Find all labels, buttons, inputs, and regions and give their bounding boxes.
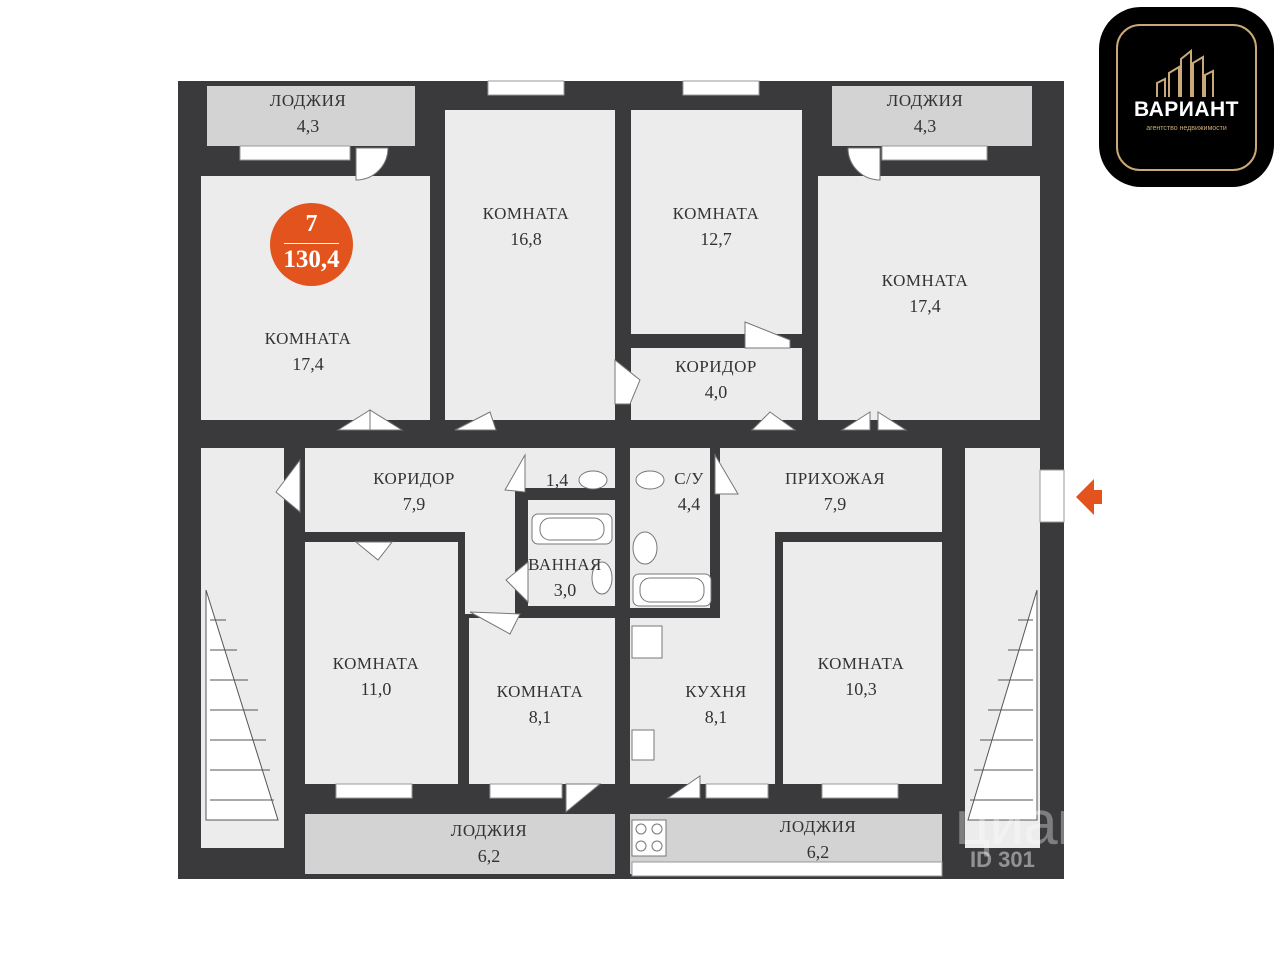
stair-left-icon — [205, 589, 279, 821]
logo-frame — [1116, 24, 1257, 171]
apartment-badge: 7 130,4 — [270, 203, 353, 286]
windows — [239, 80, 1065, 877]
logo-tagline: агентство недвижимости — [1146, 125, 1227, 132]
buildings-icon — [1156, 48, 1214, 97]
corridor-4-0-floor — [631, 348, 802, 420]
badge-divider — [284, 243, 339, 244]
corridor-7-9-ext — [465, 448, 515, 614]
badge-rooms: 7 — [305, 211, 318, 237]
loggia-top-right-floor — [832, 86, 1032, 146]
badge-total-area: 130,4 — [283, 246, 340, 273]
room-16-8-floor — [445, 110, 615, 420]
toilet-1-4-label: 1,4 — [545, 469, 569, 490]
watermark-id: ID 301 — [970, 847, 1035, 872]
bath-fixtures — [531, 470, 712, 857]
stair-right-icon — [967, 589, 1038, 821]
loggia-top-left-floor — [207, 86, 415, 146]
door-swings — [275, 147, 908, 814]
room-8-1-floor — [469, 618, 615, 784]
logo-name: ВАРИАНТ — [1133, 98, 1240, 121]
watermark-brand: циан — [955, 789, 1091, 858]
loggia-bottom-left-floor — [305, 814, 615, 874]
room-11-0-floor — [305, 542, 458, 784]
room-10-3-floor — [783, 542, 942, 784]
room-17-4-right-floor — [818, 176, 1040, 420]
entrance-arrow-icon — [1076, 479, 1102, 515]
agency-logo: ВАРИАНТ агентство недвижимости — [1099, 7, 1274, 187]
room-12-7-floor — [631, 110, 802, 334]
